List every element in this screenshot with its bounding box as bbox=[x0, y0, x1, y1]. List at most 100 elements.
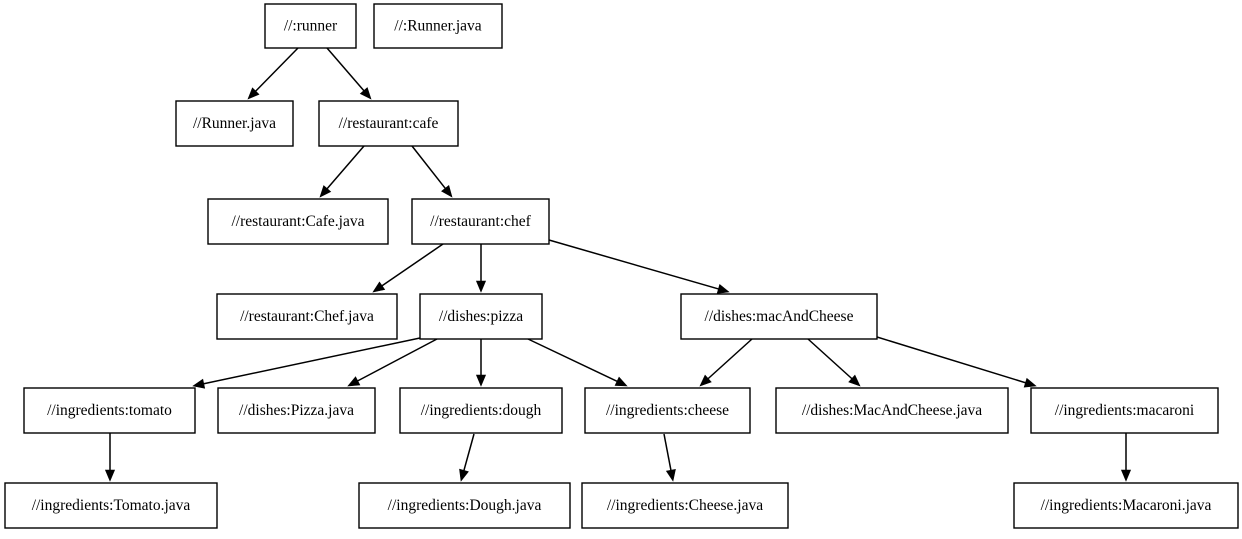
node-label: //ingredients:macaroni bbox=[1055, 402, 1195, 419]
node-box[interactable] bbox=[581, 482, 789, 529]
node-runner[interactable]: //:runner bbox=[264, 3, 357, 49]
node-label: //restaurant:cafe bbox=[339, 115, 439, 132]
arrowhead-icon bbox=[848, 374, 861, 387]
node-dough[interactable]: //ingredients:dough bbox=[399, 387, 563, 434]
node-tomato_java[interactable]: //ingredients:Tomato.java bbox=[4, 482, 218, 529]
node-chef_java[interactable]: //restaurant:Chef.java bbox=[216, 293, 398, 340]
arrowhead-icon bbox=[699, 374, 712, 387]
node-box[interactable] bbox=[207, 198, 389, 245]
edge-cheese-to-cheese_java bbox=[663, 433, 676, 482]
node-cafe_java[interactable]: //restaurant:Cafe.java bbox=[207, 198, 389, 245]
node-box[interactable] bbox=[775, 387, 1009, 434]
nodes-layer: //:runner //:Runner.java //Runner.java //re… bbox=[4, 3, 1239, 529]
node-box[interactable] bbox=[23, 387, 196, 434]
node-box[interactable] bbox=[373, 3, 503, 49]
edge-macandcheese-to-macandcheese_java bbox=[807, 338, 861, 387]
node-label: //dishes:pizza bbox=[439, 308, 523, 325]
edge-dough-to-dough_java bbox=[459, 433, 475, 482]
node-macandcheese[interactable]: //dishes:macAndCheese bbox=[680, 293, 878, 340]
node-label: //:Runner.java bbox=[394, 18, 482, 35]
edge-line bbox=[807, 338, 853, 380]
node-box[interactable] bbox=[318, 100, 459, 147]
edge-pizza-to-cheese bbox=[527, 338, 628, 387]
edge-chef-to-chef_java bbox=[372, 243, 444, 293]
edge-cafe-to-chef bbox=[411, 145, 453, 198]
node-label: //ingredients:dough bbox=[421, 402, 542, 419]
node-label: //ingredients:Macaroni.java bbox=[1041, 497, 1212, 514]
edge-line bbox=[527, 338, 618, 382]
edge-pizza-to-dough bbox=[475, 339, 487, 387]
edge-cafe-to-cafe_java bbox=[319, 145, 365, 198]
edge-line bbox=[663, 433, 672, 471]
node-pizza_java[interactable]: //dishes:Pizza.java bbox=[217, 387, 376, 434]
arrowhead-icon bbox=[359, 87, 372, 100]
node-box[interactable] bbox=[358, 482, 571, 529]
arrowhead-icon bbox=[665, 468, 676, 482]
edge-line bbox=[548, 239, 719, 290]
node-pizza[interactable]: //dishes:pizza bbox=[419, 293, 543, 340]
edge-line bbox=[326, 145, 365, 190]
node-label: //ingredients:Tomato.java bbox=[32, 497, 191, 514]
edge-line bbox=[357, 338, 438, 382]
node-macaroni[interactable]: //ingredients:macaroni bbox=[1030, 387, 1219, 434]
node-cheese_java[interactable]: //ingredients:Cheese.java bbox=[581, 482, 789, 529]
arrowhead-icon bbox=[104, 469, 116, 482]
edge-runner-to-runner_java bbox=[247, 47, 299, 100]
edge-line bbox=[203, 337, 421, 385]
node-cheese[interactable]: //ingredients:cheese bbox=[584, 387, 751, 434]
node-tomato[interactable]: //ingredients:tomato bbox=[23, 387, 196, 434]
node-runner_java_root[interactable]: //:Runner.java bbox=[373, 3, 503, 49]
node-box[interactable] bbox=[419, 293, 543, 340]
edge-line bbox=[381, 243, 444, 287]
arrowhead-icon bbox=[347, 376, 361, 387]
node-dough_java[interactable]: //ingredients:Dough.java bbox=[358, 482, 571, 529]
node-macandcheese_java[interactable]: //dishes:MacAndCheese.java bbox=[775, 387, 1009, 434]
arrowhead-icon bbox=[319, 185, 332, 198]
node-label: //ingredients:Dough.java bbox=[388, 497, 542, 514]
node-box[interactable] bbox=[399, 387, 563, 434]
edge-chef-to-pizza bbox=[475, 244, 487, 293]
arrowhead-icon bbox=[716, 284, 730, 294]
node-box[interactable] bbox=[680, 293, 878, 340]
node-box[interactable] bbox=[175, 100, 294, 147]
node-box[interactable] bbox=[4, 482, 218, 529]
edge-chef-to-macandcheese bbox=[548, 239, 730, 294]
node-label: //ingredients:Cheese.java bbox=[607, 497, 763, 514]
edge-line bbox=[876, 336, 1026, 384]
arrowhead-icon bbox=[247, 87, 260, 100]
arrowhead-icon bbox=[192, 378, 206, 389]
node-box[interactable] bbox=[411, 198, 550, 245]
node-runner_java[interactable]: //Runner.java bbox=[175, 100, 294, 147]
node-label: //Runner.java bbox=[193, 115, 276, 132]
edge-line bbox=[707, 338, 753, 380]
node-box[interactable] bbox=[216, 293, 398, 340]
node-cafe[interactable]: //restaurant:cafe bbox=[318, 100, 459, 147]
node-label: //restaurant:chef bbox=[430, 213, 532, 230]
edges-layer bbox=[104, 47, 1132, 482]
edge-macandcheese-to-macaroni bbox=[876, 336, 1037, 388]
edge-macaroni-to-macaroni_java bbox=[1120, 433, 1132, 482]
node-box[interactable] bbox=[584, 387, 751, 434]
node-macaroni_java[interactable]: //ingredients:Macaroni.java bbox=[1013, 482, 1239, 529]
arrowhead-icon bbox=[475, 374, 487, 387]
node-box[interactable] bbox=[264, 3, 357, 49]
node-box[interactable] bbox=[217, 387, 376, 434]
edge-line bbox=[463, 433, 475, 471]
node-label: //restaurant:Chef.java bbox=[240, 308, 374, 325]
arrowhead-icon bbox=[614, 376, 628, 387]
edge-pizza-to-pizza_java bbox=[347, 338, 438, 387]
node-box[interactable] bbox=[1030, 387, 1219, 434]
edge-line bbox=[255, 47, 299, 92]
node-label: //dishes:MacAndCheese.java bbox=[802, 402, 982, 419]
edge-line bbox=[326, 47, 365, 92]
arrowhead-icon bbox=[475, 280, 487, 293]
node-box[interactable] bbox=[1013, 482, 1239, 529]
edge-macandcheese-to-cheese bbox=[699, 338, 753, 387]
node-label: //ingredients:tomato bbox=[47, 402, 172, 419]
node-label: //dishes:macAndCheese bbox=[705, 308, 854, 325]
arrowhead-icon bbox=[1120, 469, 1132, 482]
edge-line bbox=[411, 145, 446, 189]
node-chef[interactable]: //restaurant:chef bbox=[411, 198, 550, 245]
